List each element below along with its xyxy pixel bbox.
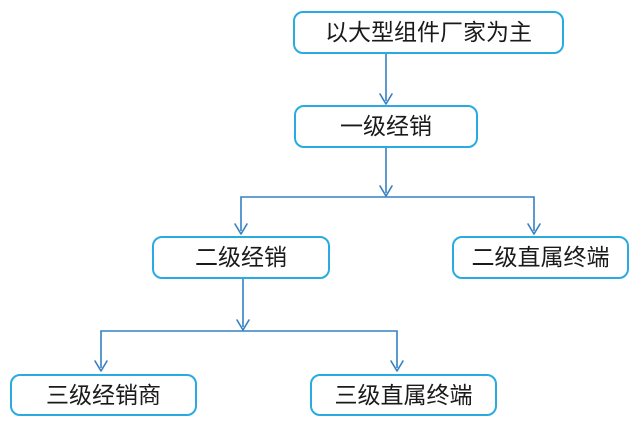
- node-level2-dist-label: 二级经销: [195, 244, 287, 270]
- edge-level2dist-stem-arrowhead-icon: [236, 319, 250, 331]
- node-level2-terminal-label: 二级直属终端: [471, 244, 610, 270]
- node-level3-terminal-label: 三级直属终端: [334, 381, 473, 408]
- edge-level1-children-path: [240, 196, 535, 231]
- edge-level2-level3terminal-arrowhead-icon: [390, 360, 404, 372]
- node-root-label: 以大型组件厂家为主: [325, 19, 532, 45]
- edge-level1-level2dist-arrowhead-icon: [234, 223, 248, 235]
- node-level3-dist: 三级经销商: [10, 374, 197, 416]
- node-level3-terminal: 三级直属终端: [310, 374, 497, 416]
- node-level2-terminal: 二级直属终端: [452, 236, 629, 279]
- edge-root-level1-arrowhead-icon: [379, 93, 393, 105]
- node-level2-dist: 二级经销: [152, 236, 330, 279]
- edge-level1-level2terminal-arrowhead-icon: [527, 223, 541, 235]
- edge-level2-level3dist-arrowhead-icon: [94, 360, 108, 372]
- node-level1-dist: 一级经销: [294, 105, 478, 148]
- edge-level1-stem-arrowhead-icon: [379, 185, 393, 197]
- node-root: 以大型组件厂家为主: [293, 11, 564, 54]
- node-level3-dist-label: 三级经销商: [46, 381, 161, 408]
- node-level1-dist-label: 一级经销: [340, 113, 432, 139]
- edge-level2-children-path: [100, 330, 398, 368]
